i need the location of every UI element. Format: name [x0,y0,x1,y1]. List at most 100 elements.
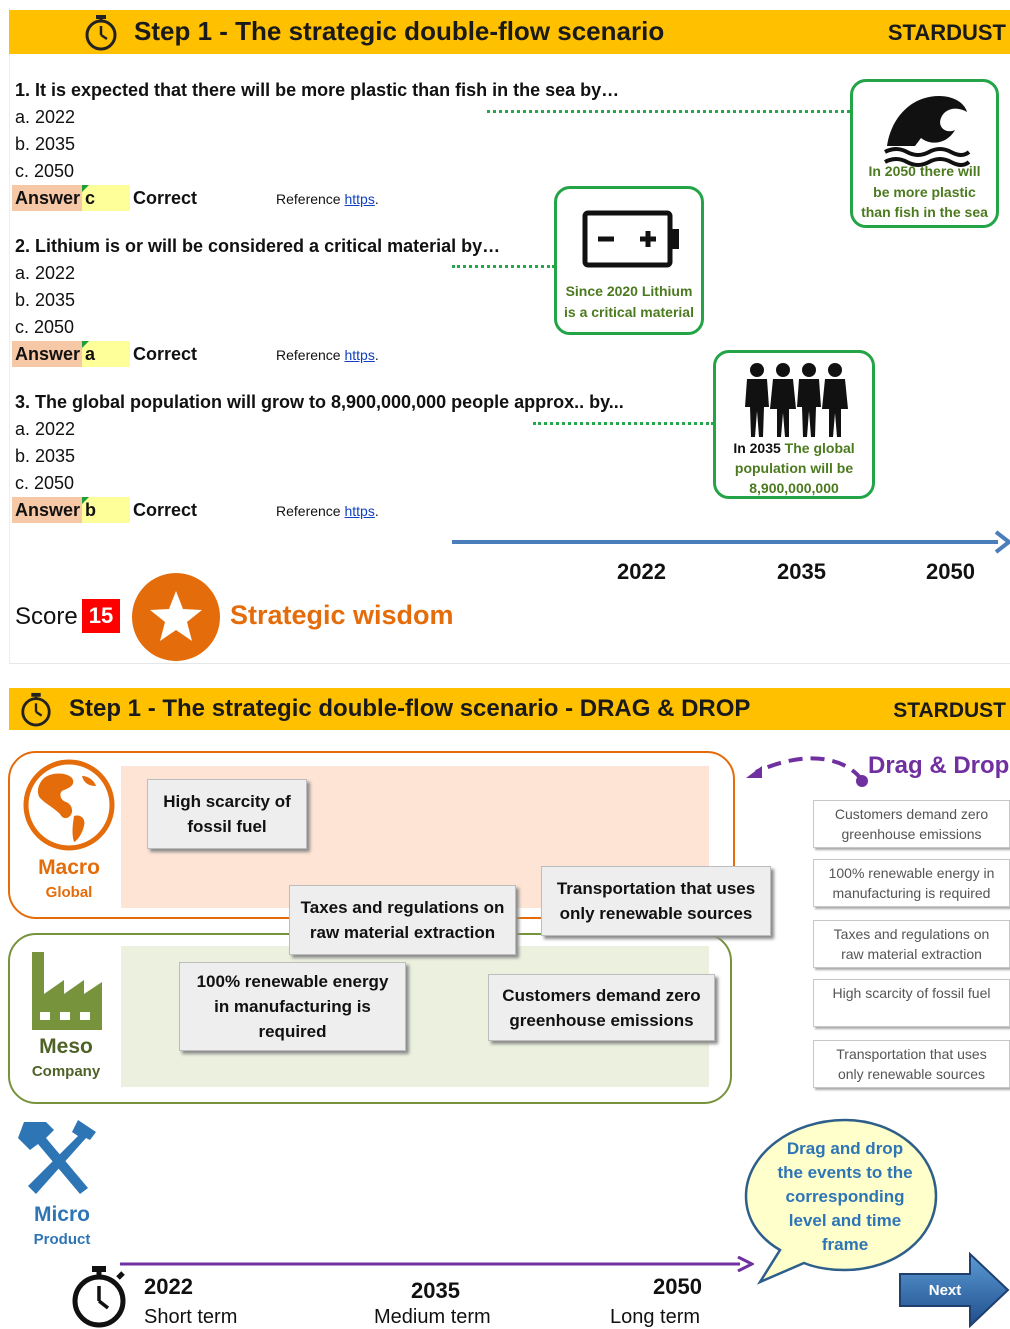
speech-line: Drag and drop [786,1139,904,1158]
card-line: Transportation that uses [556,879,756,898]
meso-label: Meso [39,1035,93,1058]
macro-sublabel: Global [45,884,93,901]
term-year: 2050 [653,1274,702,1299]
option-c[interactable]: c. 2050 [15,161,75,181]
speech-line: level and time [788,1211,902,1230]
card-line: greenhouse emissions [509,1010,694,1030]
cell-marker [82,497,89,504]
option-c[interactable]: c. 2050 [15,317,75,337]
callout-line: be more plastic [873,184,976,200]
answer-value: a [85,344,96,364]
people-icon [745,363,848,437]
card-line: Transportation that uses [836,1046,987,1062]
card-line: High scarcity of fossil fuel [832,985,991,1001]
option-b[interactable]: b. 2035 [15,446,76,466]
score-value: 15 [82,599,120,633]
option-a[interactable]: a. 2022 [15,107,76,127]
option-a[interactable]: a. 2022 [15,263,76,283]
micro-sublabel: Product [33,1231,91,1248]
card-line: only renewable sources [559,904,753,923]
macro-label: Macro [38,856,100,879]
callout-line: 8,900,000,000 [749,480,839,496]
source-card[interactable]: Customers demand zero greenhouse emissio… [813,800,1010,848]
cell-marker [82,341,89,348]
card-line: in manufacturing is [214,997,371,1016]
source-card[interactable]: 100% renewable energy in manufacturing i… [813,859,1010,907]
answer-label: Answer [12,497,85,523]
card-line: required [258,1022,327,1041]
reference-link[interactable]: https [344,191,375,207]
term-label: Long term [610,1306,701,1328]
wave-icon [884,96,971,167]
card-line: manufacturing is required [832,885,991,901]
option-b[interactable]: b. 2035 [15,134,76,154]
score-label: Score [15,603,78,630]
reference-label: Reference [276,347,341,363]
source-card[interactable]: Taxes and regulations on raw material ex… [813,920,1010,968]
question-text: 2. Lithium is or will be considered a cr… [15,236,501,256]
callout-text: The global [780,440,855,456]
term-label: Short term [144,1306,238,1328]
next-label: Next [928,1282,962,1299]
cell-marker [82,185,89,192]
answer-input[interactable]: c [82,185,130,211]
speech-line: the events to the [777,1163,913,1182]
card-line: raw material extraction [309,923,496,942]
reference-link[interactable]: https [344,503,375,519]
quiz-panel [9,8,1010,664]
event-card-customers[interactable]: Customers demand zero greenhouse emissio… [488,974,715,1041]
question-text: 1. It is expected that there will be mor… [15,80,620,100]
connector-line [487,110,850,113]
event-card-taxes[interactable]: Taxes and regulations on raw material ex… [289,885,516,955]
globe-icon [23,759,115,851]
star-badge-icon [132,573,220,661]
card-line: greenhouse emissions [841,826,982,842]
event-card-renewable[interactable]: 100% renewable energy in manufacturing i… [179,962,406,1051]
event-card-transport[interactable]: Transportation that uses only renewable … [541,866,771,936]
reference-link[interactable]: https [344,347,375,363]
factory-icon [32,952,102,1030]
page-title: Step 1 - The strategic double-flow scena… [69,695,751,722]
card-line: High scarcity of [163,792,291,811]
reference-label: Reference [276,191,341,207]
stopwatch-icon [21,692,51,727]
card-line: Taxes and regulations on [300,898,505,917]
card-line: 100% renewable energy [196,972,389,991]
card-line: fossil fuel [187,817,267,836]
event-card-fossil-fuel[interactable]: High scarcity of fossil fuel [147,779,307,849]
option-c[interactable]: c. 2050 [15,473,75,493]
source-card[interactable]: Transportation that uses only renewable … [813,1040,1010,1088]
plastic-callout: In 2050 there will be more plastic than … [850,79,999,228]
term-year: 2022 [144,1274,193,1299]
result-text: Correct [133,188,198,208]
answer-value: c [85,188,96,208]
option-a[interactable]: a. 2022 [15,419,76,439]
answer-label: Answer [12,341,85,367]
page-title: Step 1 - The strategic double-flow scena… [134,16,665,46]
quiz-header: Step 1 - The strategic double-flow scena… [9,10,1010,54]
reference-end: . [374,503,379,519]
population-callout: In 2035 The global population will be 8,… [713,350,875,499]
callout-line: In 2050 there will [868,163,981,179]
result-text: Correct [133,344,198,364]
brand-label: STARDUST [887,20,1006,45]
reference: Reference https. [276,503,379,519]
reference-label: Reference [276,503,341,519]
question-text: 3. The global population will grow to 8,… [15,392,624,412]
answer-input[interactable]: a [82,341,130,367]
answer-input[interactable]: b [82,497,130,523]
timeline-year-2050: 2050 [926,559,975,584]
callout-line: population will be [734,460,854,476]
speech-line: frame [821,1235,869,1254]
next-button[interactable]: Next [898,1252,1010,1328]
card-line: Taxes and regulations on [833,926,990,942]
brand-label: STARDUST [893,699,1006,722]
dragdrop-header: Step 1 - The strategic double-flow scena… [9,688,1010,730]
connector-line [452,265,555,268]
source-card[interactable]: High scarcity of fossil fuel [813,979,1010,1027]
reference: Reference https. [276,347,379,363]
timeline-arrow [452,530,1010,554]
option-b[interactable]: b. 2035 [15,290,76,310]
stopwatch-icon [72,1266,126,1328]
card-line: raw material extraction [841,946,982,962]
